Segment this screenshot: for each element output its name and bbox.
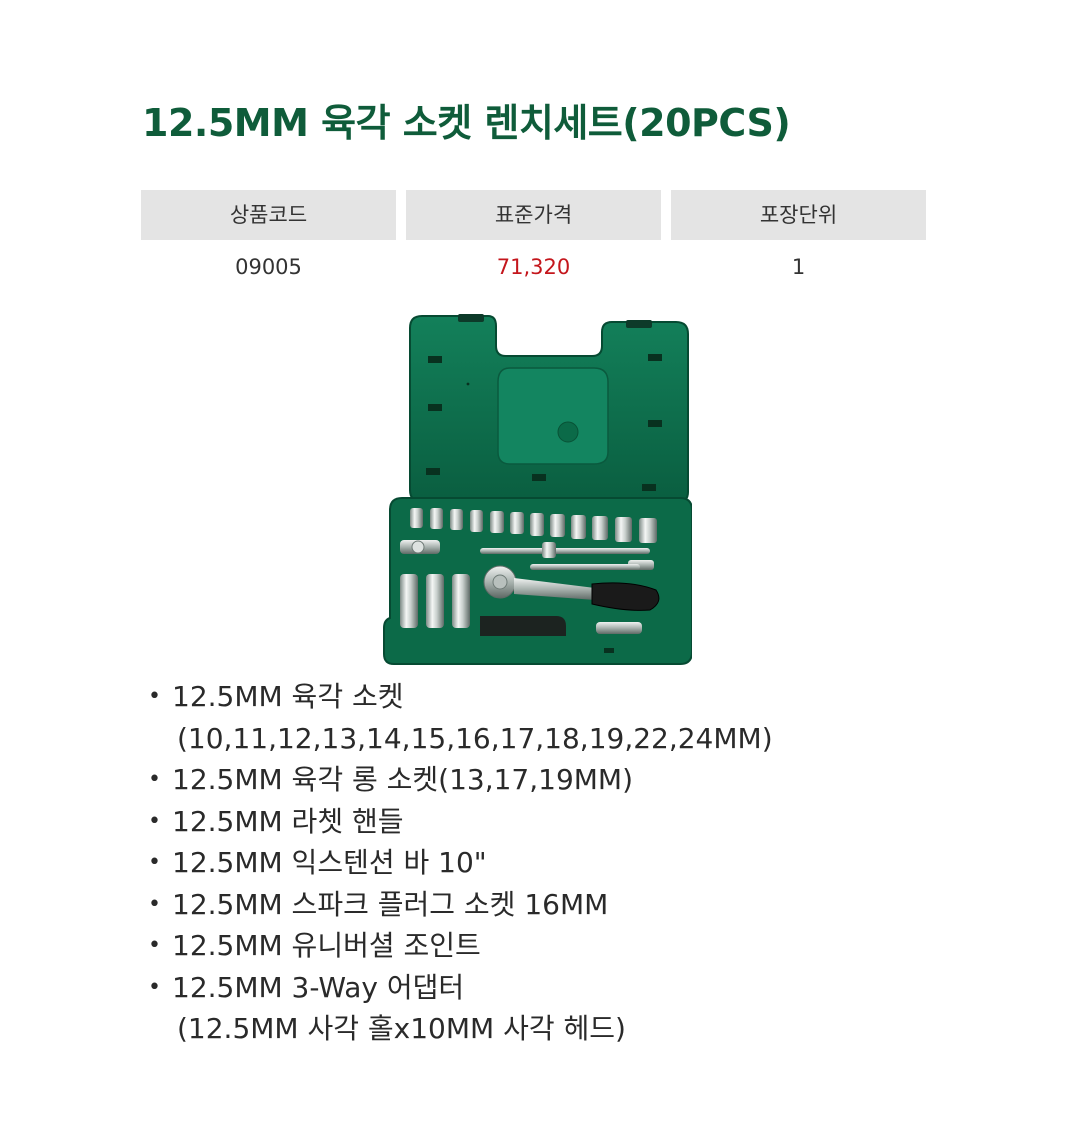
header-packing-unit: 포장단위 <box>671 190 926 240</box>
bullet-icon: • <box>148 684 161 709</box>
spec-table: 상품코드 표준가격 포장단위 09005 71,320 1 <box>141 190 926 294</box>
bullet-icon: • <box>148 808 161 834</box>
feature-item: • 12.5MM 3-Way 어댑터 (12.5MM 사각 홀x10MM 사각 … <box>146 967 773 1050</box>
feature-item: • 12.5MM 육각 롱 소켓(13,17,19MM) <box>146 759 773 801</box>
value-packing-unit: 1 <box>791 255 806 279</box>
value-product-code: 09005 <box>235 255 302 279</box>
bullet-icon: • <box>148 974 161 1000</box>
bullet-icon: • <box>148 933 161 958</box>
feature-list: • 12.5MM 육각 소켓 (10,11,12,13,14,15,16,17,… <box>146 676 773 1050</box>
bullet-icon: • <box>148 850 161 875</box>
header-standard-price: 표준가격 <box>406 190 661 240</box>
feature-item: • 12.5MM 스파크 플러그 소켓 16MM <box>146 884 773 926</box>
feature-item: • 12.5MM 유니버셜 조인트 <box>146 925 773 967</box>
feature-item: • 12.5MM 익스텐션 바 10" <box>146 842 773 884</box>
feature-item: • 12.5MM 라쳇 핸들 <box>146 801 773 843</box>
product-title: 12.5MM 육각 소켓 렌치세트(20PCS) <box>142 101 791 145</box>
socket-row <box>410 508 657 543</box>
bullet-icon: • <box>148 891 161 917</box>
value-standard-price: 71,320 <box>496 255 571 279</box>
product-image <box>383 314 692 665</box>
bullet-icon: • <box>148 767 161 792</box>
feature-item: • 12.5MM 육각 소켓 (10,11,12,13,14,15,16,17,… <box>146 676 773 759</box>
header-product-code: 상품코드 <box>141 190 396 240</box>
